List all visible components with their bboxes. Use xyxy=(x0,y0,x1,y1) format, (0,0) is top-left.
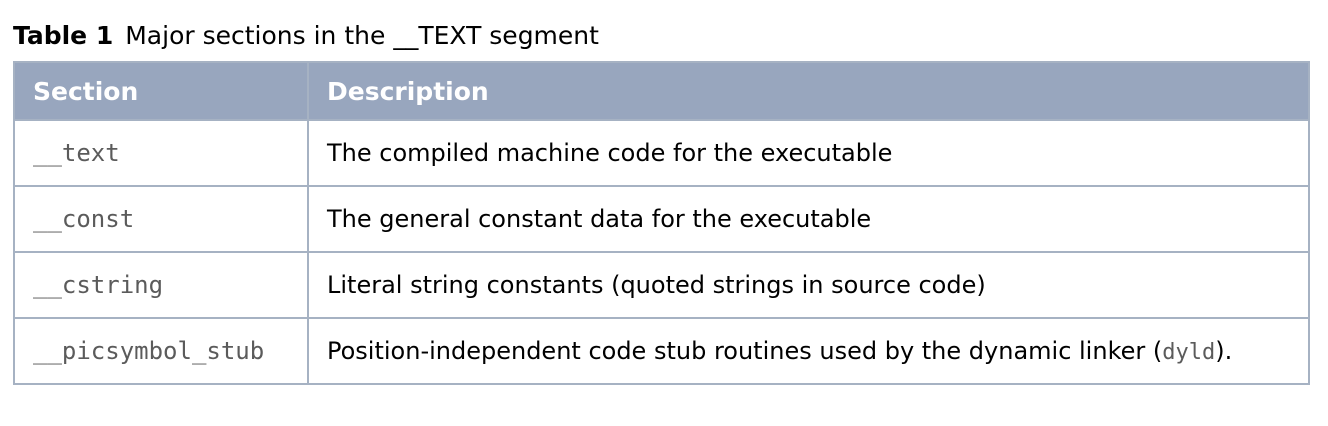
section-name-cell: __text xyxy=(13,119,309,187)
section-name-cell: __cstring xyxy=(13,251,309,319)
description-text-end: ). xyxy=(1215,337,1233,365)
table-caption-label: Table 1 xyxy=(13,21,114,50)
inline-code: dyld xyxy=(1162,340,1216,365)
table-row: __picsymbol_stub Position-independent co… xyxy=(13,317,1310,385)
description-cell: Position-independent code stub routines … xyxy=(307,317,1310,385)
section-name-cell: __picsymbol_stub xyxy=(13,317,309,385)
column-header-description: Description xyxy=(307,61,1310,121)
column-header-section: Section xyxy=(13,61,309,121)
table-caption: Table 1 Major sections in the __TEXT segm… xyxy=(13,18,599,54)
table-row: __text The compiled machine code for the… xyxy=(13,119,1310,187)
description-cell: Literal string constants (quoted strings… xyxy=(307,251,1310,319)
table-row: __cstring Literal string constants (quot… xyxy=(13,251,1310,319)
section-name-cell: __const xyxy=(13,185,309,253)
sections-table: Section Description __text The compiled … xyxy=(13,61,1310,385)
description-cell: The compiled machine code for the execut… xyxy=(307,119,1310,187)
table-caption-text: Major sections in the __TEXT segment xyxy=(125,21,599,50)
table-header-row: Section Description xyxy=(13,61,1310,121)
description-text: Position-independent code stub routines … xyxy=(327,337,1163,365)
description-cell: The general constant data for the execut… xyxy=(307,185,1310,253)
table-row: __const The general constant data for th… xyxy=(13,185,1310,253)
